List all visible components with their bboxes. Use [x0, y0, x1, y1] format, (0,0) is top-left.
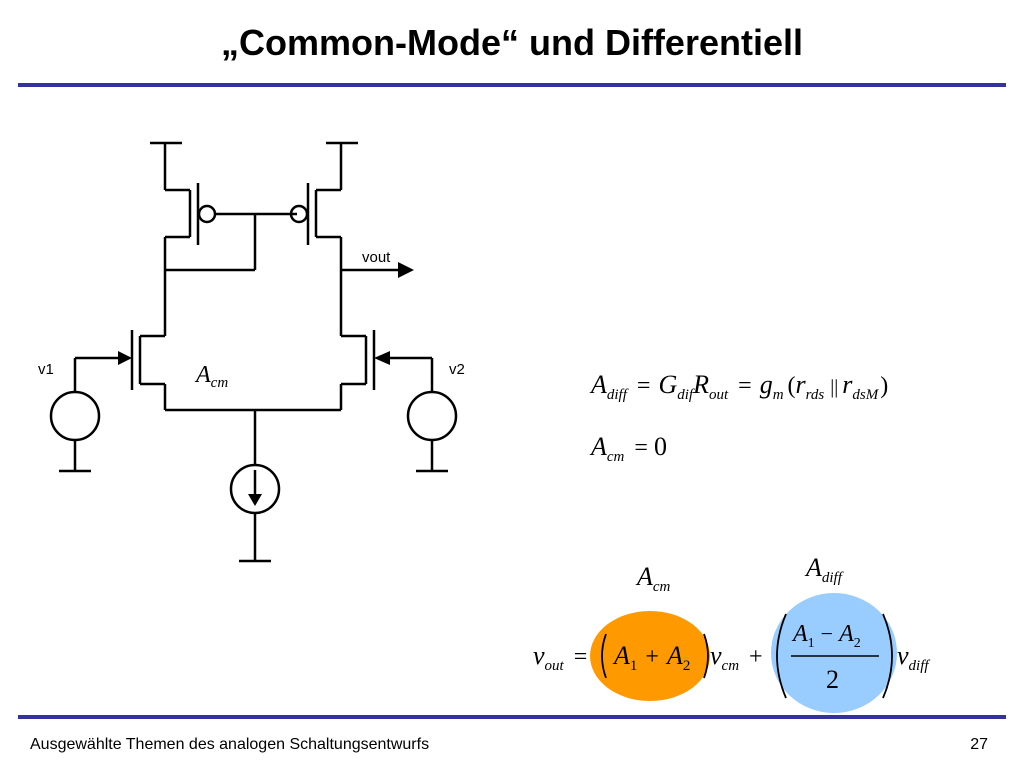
vcm-term: vcm+	[710, 641, 763, 674]
current-arrow-icon	[248, 494, 262, 506]
input-left-arrow	[118, 351, 132, 365]
fraction-denominator: 2	[826, 665, 839, 694]
cm-highlight	[590, 611, 710, 701]
equation-adiff: Adiff=GdifRout=gm(rrds||rdsM)	[589, 370, 888, 403]
circuit-schematic	[49, 141, 458, 563]
footer-divider	[18, 715, 1006, 719]
page-number: 27	[970, 736, 988, 753]
diff-highlight	[771, 593, 897, 713]
acm-annotation: Acm	[635, 562, 671, 595]
equation-acm: Acm=0	[589, 432, 667, 465]
vout-label: vout	[362, 249, 391, 266]
paren-left-close	[703, 633, 709, 679]
sum-term: A1+A2	[612, 641, 690, 674]
slide-title: „Common-Mode“ und Differentiell	[221, 22, 803, 63]
input-right-arrow	[374, 351, 390, 365]
v2-label: v2	[449, 361, 465, 378]
paren-left-open	[601, 633, 607, 679]
footer-text: Ausgewählte Themen des analogen Schaltun…	[30, 736, 430, 753]
adiff-annotation: Adiff	[804, 553, 844, 586]
vout-term: vout=	[533, 641, 587, 674]
paren-right-open	[776, 613, 787, 699]
v1-label: v1	[38, 361, 54, 378]
vdiff-term: vdiff	[897, 641, 930, 674]
title-divider	[18, 83, 1006, 87]
fraction-numerator: A1−A2	[791, 621, 861, 651]
circuit-gain-label: Acm	[194, 362, 228, 391]
output-arrow	[398, 262, 414, 278]
paren-right-close	[882, 613, 893, 699]
